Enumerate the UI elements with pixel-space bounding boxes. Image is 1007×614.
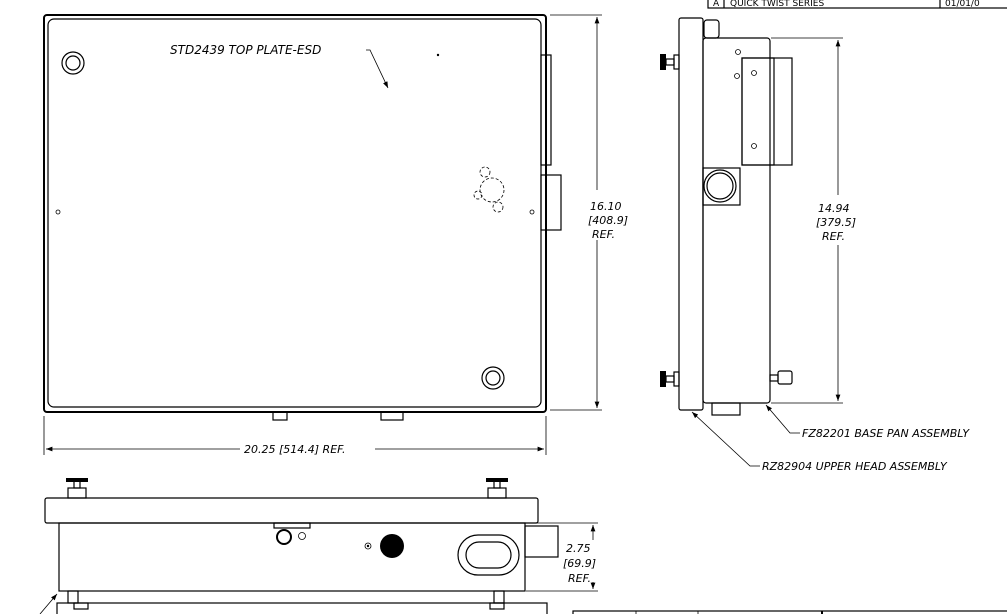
top-height-dim-value: 16.10 (590, 200, 622, 213)
knob-icon (660, 371, 680, 387)
knob-icon (486, 478, 508, 499)
side-height-dim-note: REF. (822, 230, 845, 243)
mounting-hole-icon (61, 51, 85, 75)
front-height-dim-note: REF. (568, 572, 591, 585)
top-height-dim-note: REF. (592, 228, 615, 241)
base-pan-label: FZ82201 BASE PAN ASSEMBLY (802, 427, 970, 440)
revision-description: QUICK TWIST SERIES (730, 0, 824, 9)
upper-head-label: RZ82904 UPPER HEAD ASSEMBLY (762, 460, 948, 473)
side-height-dim-value: 14.94 (818, 202, 850, 215)
top-plate-label: STD2439 TOP PLATE-ESD (170, 43, 321, 57)
knob-icon (660, 54, 680, 70)
revision-date: 01/01/0 (945, 0, 980, 9)
revision-letter: A (713, 0, 720, 9)
top-width-dim: 20.25 [514.4] REF. (244, 443, 346, 456)
side-height-dim-metric: [379.5] (816, 216, 856, 229)
connector-icon (380, 534, 404, 558)
top-height-dim-metric: [408.9] (588, 214, 628, 227)
front-height-dim-metric: [69.9] (563, 557, 596, 570)
front-height-dim-value: 2.75 (566, 542, 591, 555)
mounting-hole-icon (481, 366, 505, 390)
side-view: 14.94 [379.5] REF. FZ82201 BASE PAN ASSE… (660, 17, 970, 473)
front-view: 2.75 [69.9] REF. (39, 478, 598, 614)
knob-icon (66, 478, 88, 499)
title-block: A QUICK TWIST SERIES 01/01/0 (707, 0, 1007, 9)
top-view: STD2439 TOP PLATE-ESD 16.10 [408.9] REF.… (43, 14, 628, 456)
